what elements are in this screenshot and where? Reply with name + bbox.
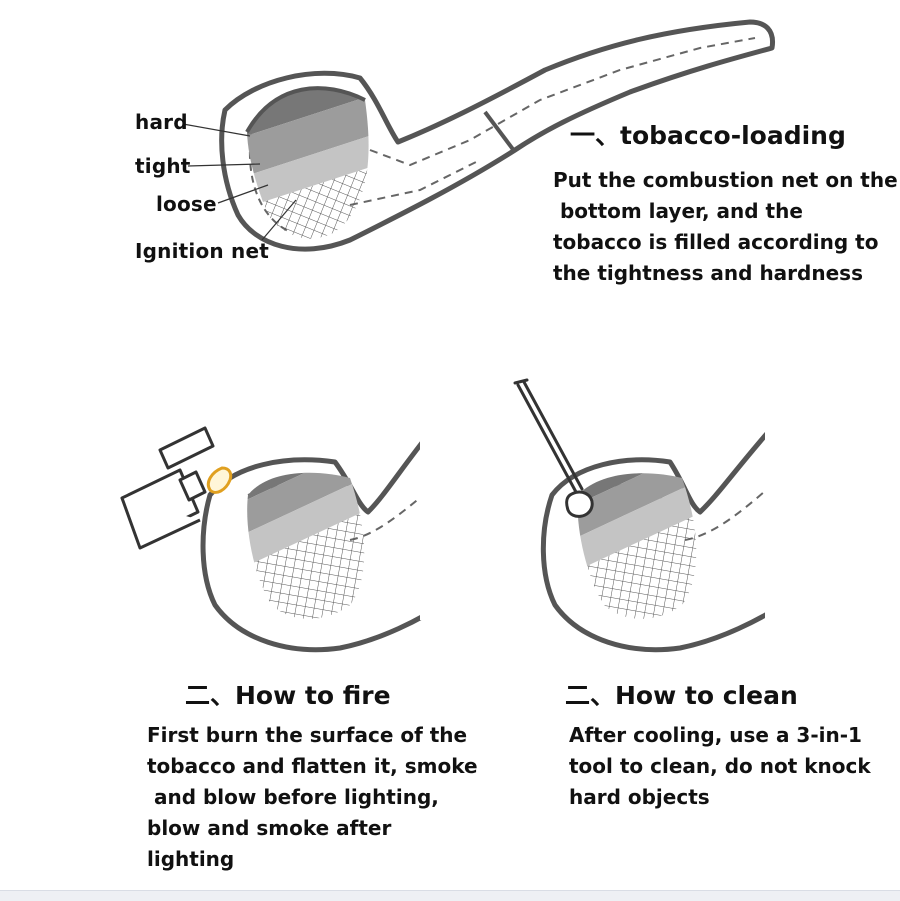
bottom-strip <box>0 890 900 901</box>
pipe-icon <box>219 19 776 252</box>
label-leaders <box>182 123 297 241</box>
step3-description: After cooling, use a 3-in-1 tool to clea… <box>569 723 871 809</box>
step3-heading: 二、How to clean <box>565 681 798 710</box>
label-loose: loose <box>156 192 217 216</box>
step1-heading: 一、tobacco-loading <box>570 121 846 150</box>
pipe-icon <box>200 420 460 653</box>
step1-description: Put the combustion net on the bottom lay… <box>553 168 898 285</box>
flame-icon <box>206 466 233 494</box>
step2-description: First burn the surface of the tobacco an… <box>147 723 478 871</box>
step2-heading: 二、How to fire <box>185 681 391 710</box>
cleaning-tool-icon <box>513 378 594 518</box>
label-hard: hard <box>135 110 188 134</box>
lighter-icon <box>120 426 215 550</box>
label-ignition-net: Ignition net <box>135 239 269 263</box>
label-tight: tight <box>135 154 191 178</box>
pipe-icon <box>540 420 805 653</box>
